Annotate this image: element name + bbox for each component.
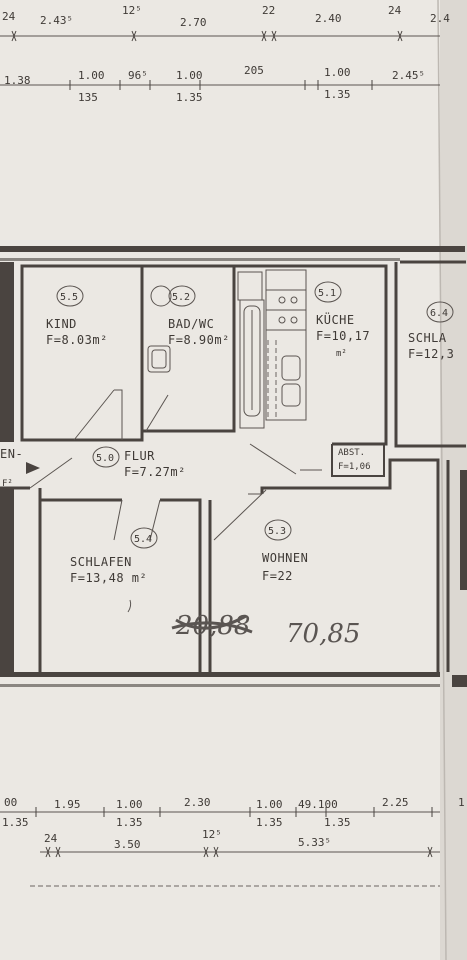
dim-bottom-6: 2.30 xyxy=(184,796,211,809)
room-number: 6.4 xyxy=(430,308,448,319)
dim-top-3: 12⁵ xyxy=(122,4,142,17)
dim-bottom-15: 12⁵ xyxy=(202,828,222,841)
room-number: 5.2 xyxy=(172,292,190,303)
room-area: F=1,06 xyxy=(338,462,371,472)
top-dimension-chains: 24 2.43⁵ 12⁵ 2.70 22 2.40 24 2.4 1.38 1.… xyxy=(0,4,450,104)
room-area: F=8.90m² xyxy=(168,333,230,347)
room-name: BAD/WC xyxy=(168,317,214,331)
room-bad-wc: 5.2 BAD/WC F=8.90m² xyxy=(168,285,230,347)
room-area: F=13,48 m² xyxy=(70,571,147,585)
dim-top-5: 22 xyxy=(262,4,275,17)
dim-bottom-9: 49.100 xyxy=(298,798,338,811)
dim-top-13: 1.00 xyxy=(176,69,203,82)
dim-top-15: 205 xyxy=(244,64,264,77)
room-area: F=12,3 xyxy=(408,347,454,361)
dim-top-7: 24 xyxy=(388,4,402,17)
room-number: 5.3 xyxy=(268,526,286,537)
room-number: 5.4 xyxy=(134,534,152,545)
room-number-circle xyxy=(56,285,84,307)
dim-top-10: 1.00 xyxy=(78,69,105,82)
room-area: F=10,17 xyxy=(316,329,370,343)
bottom-dimension-chains: 00 1.35 1.95 1.00 1.35 2.30 1.00 1.35 49… xyxy=(0,796,465,887)
dim-top-6: 2.40 xyxy=(315,12,342,25)
room-name: SCHLAFEN xyxy=(70,555,132,569)
room-eingang: EN- F² xyxy=(0,447,23,489)
dim-top-9: 1.38 xyxy=(4,74,31,87)
room-number-circle xyxy=(426,301,454,323)
dim-top-4: 2.70 xyxy=(180,16,207,29)
room-number-circle xyxy=(92,446,120,468)
doors xyxy=(26,389,322,541)
room-number: 5.1 xyxy=(318,288,336,299)
dim-bottom-8: 1.35 xyxy=(256,816,283,829)
kitchen-fixtures xyxy=(265,269,307,421)
handwritten-area: 70,85 xyxy=(286,619,360,649)
room-flur: 5.0 FLUR F=7.27m² xyxy=(92,446,186,479)
room-number-circle xyxy=(130,527,158,549)
dim-top-2: 2.43⁵ xyxy=(40,14,73,27)
dim-top-17: 1.35 xyxy=(324,88,351,101)
room-number-circle xyxy=(314,281,342,303)
dim-bottom-4: 1.00 xyxy=(116,798,143,811)
room-number: 5.5 xyxy=(60,292,78,303)
dim-bottom-16: 5.33⁵ xyxy=(298,836,331,849)
room-number: 5.0 xyxy=(96,453,114,464)
bathroom-fixtures xyxy=(147,271,265,429)
dim-top-14: 1.35 xyxy=(176,91,203,104)
room-schlafen-right: 6.4 SCHLA F=12,3 xyxy=(408,301,454,361)
dim-bottom-11: 2.25 xyxy=(382,796,409,809)
room-name: SCHLA xyxy=(408,331,447,345)
room-kueche: 5.1 KÜCHE F=10,17 m² xyxy=(314,281,370,359)
room-name: ABST. xyxy=(338,448,365,458)
dim-bottom-13: 24 xyxy=(44,832,58,845)
room-number-circle xyxy=(168,285,196,307)
dim-top-11: 135 xyxy=(78,91,98,104)
dim-top-1: 24 xyxy=(2,10,16,23)
room-area: F=8.03m² xyxy=(46,333,108,347)
room-area: F² xyxy=(2,479,13,489)
dim-top-16: 1.00 xyxy=(324,66,351,79)
dim-bottom-5: 1.35 xyxy=(116,816,143,829)
dim-bottom-12: 1 xyxy=(458,796,465,809)
dim-bottom-7: 1.00 xyxy=(256,798,283,811)
dim-bottom-14: 3.50 xyxy=(114,838,141,851)
dim-bottom-3: 1.95 xyxy=(54,798,81,811)
dim-top-12: 96⁵ xyxy=(128,69,148,82)
room-kind: 5.5 KIND F=8.03m² xyxy=(46,285,108,347)
walls xyxy=(0,246,467,687)
handwritten-correction: 20,88 70,85 xyxy=(127,599,360,649)
room-area-unit: m² xyxy=(336,349,347,359)
room-schlafen: 5.4 SCHLAFEN F=13,48 m² xyxy=(70,527,158,585)
room-name: KÜCHE xyxy=(316,311,355,327)
room-name: EN- xyxy=(0,447,23,461)
room-name: WOHNEN xyxy=(262,551,308,565)
paper-crease xyxy=(437,0,447,960)
dim-top-18: 2.45⁵ xyxy=(392,69,425,82)
dim-bottom-10: 1.35 xyxy=(324,816,351,829)
room-wohnen: 5.3 WOHNEN F=22 xyxy=(262,519,308,583)
room-abstellraum: ABST. F=1,06 xyxy=(338,448,371,472)
room-name: FLUR xyxy=(124,449,155,463)
room-area: F=22 xyxy=(262,569,293,583)
dim-bottom-2: 1.35 xyxy=(2,816,29,829)
dim-bottom-1: 00 xyxy=(4,796,17,809)
room-number-circle xyxy=(264,519,292,541)
dim-top-8: 2.4 xyxy=(430,12,450,25)
room-area: F=7.27m² xyxy=(124,465,186,479)
room-name: KIND xyxy=(46,317,77,331)
